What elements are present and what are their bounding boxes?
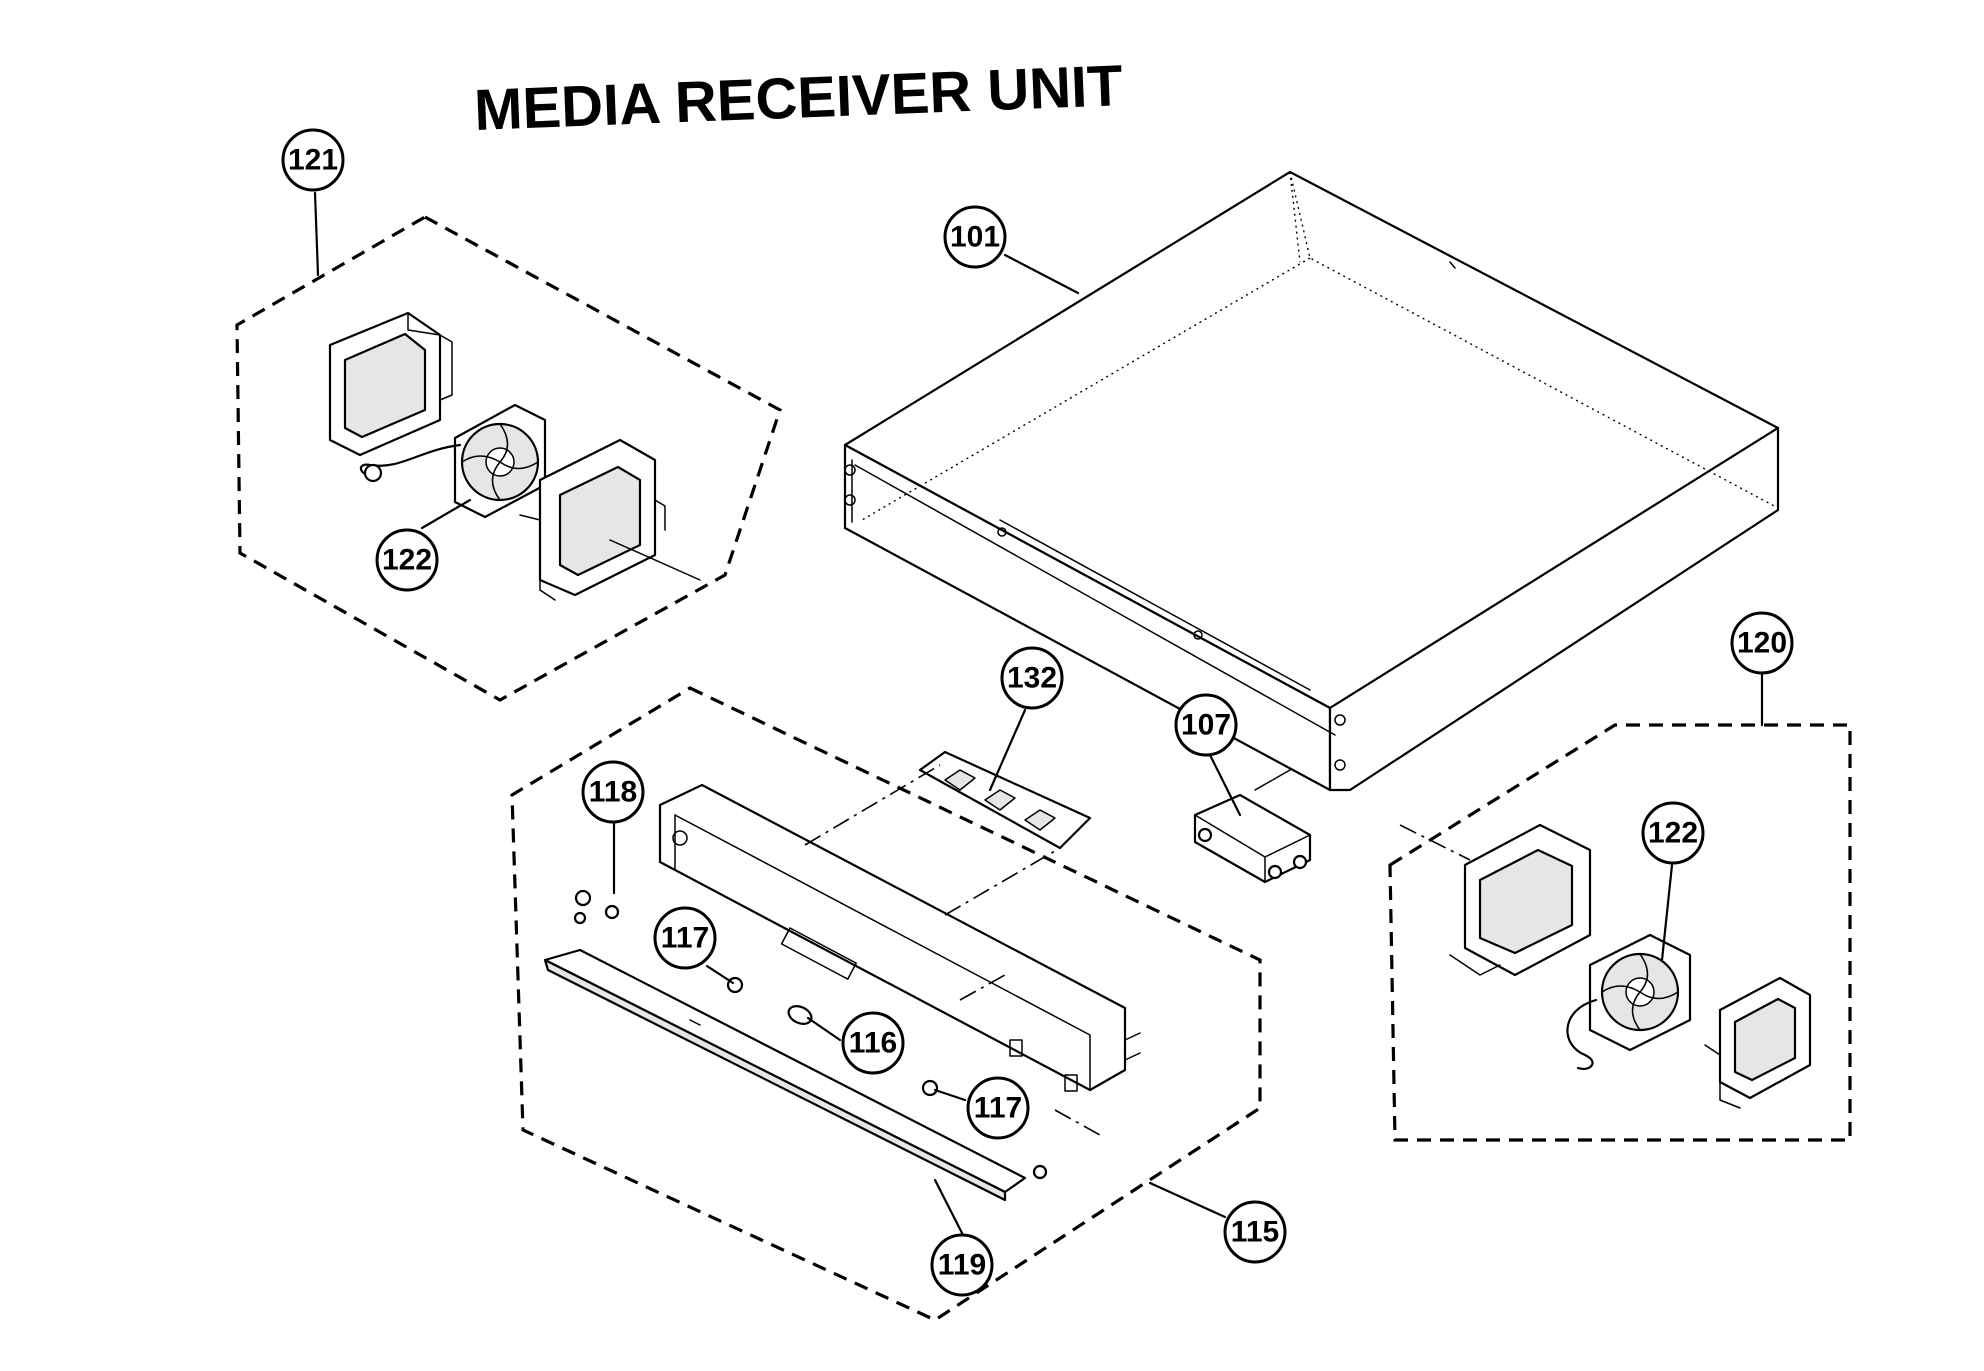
callout-115: 115 — [1223, 1200, 1287, 1264]
svg-text:118: 118 — [589, 776, 637, 809]
fan-bracket-120 — [1449, 823, 1592, 977]
leader-lines — [313, 191, 1764, 1237]
fan-122-right — [1566, 933, 1692, 1070]
svg-text:122: 122 — [382, 544, 432, 577]
callout-116: 116 — [841, 1011, 905, 1075]
callout-118: 118 — [581, 760, 645, 824]
svg-text:117: 117 — [661, 922, 709, 955]
callout-107: 107 — [1174, 693, 1238, 757]
callout-120: 120 — [1730, 611, 1794, 675]
svg-text:132: 132 — [1007, 662, 1057, 695]
svg-text:119: 119 — [938, 1249, 986, 1282]
callout-117-lower: 117 — [966, 1076, 1030, 1140]
part-107-bracket — [1193, 769, 1312, 884]
screw-117b — [921, 1079, 939, 1097]
svg-text:116: 116 — [849, 1027, 897, 1060]
svg-text:107: 107 — [1181, 709, 1231, 742]
svg-text:121: 121 — [288, 144, 338, 177]
callout-122-left: 122 — [375, 528, 439, 592]
fan-bracket-left — [328, 311, 453, 457]
assembly-115-front-panel-group — [510, 686, 1262, 1322]
callout-101: 101 — [943, 205, 1007, 269]
screw-bottom — [1032, 1164, 1048, 1180]
svg-text:117: 117 — [974, 1092, 1022, 1125]
svg-text:115: 115 — [1231, 1216, 1279, 1249]
svg-text:120: 120 — [1737, 627, 1787, 660]
svg-text:122: 122 — [1648, 817, 1698, 850]
fan-guard-120 — [1704, 976, 1812, 1109]
diagram-title: MEDIA RECEIVER UNIT — [473, 53, 1124, 143]
part-101-top-cover — [843, 170, 1780, 792]
fan-122-left — [359, 403, 547, 519]
callout-121: 121 — [281, 128, 345, 192]
front-panel-frame — [658, 783, 1141, 1092]
callout-119: 119 — [930, 1233, 994, 1297]
bezel-119 — [543, 948, 1027, 1202]
callout-132: 132 — [1000, 646, 1064, 710]
screws-118 — [573, 889, 620, 925]
assembly-120-fan-group — [1388, 723, 1852, 1142]
assembly-121-fan-group — [235, 215, 782, 702]
fan-bracket-right — [519, 438, 666, 601]
svg-text:101: 101 — [950, 221, 1000, 254]
part-116-led — [787, 1005, 813, 1025]
callout-117-upper: 117 — [653, 906, 717, 970]
callout-122-right: 122 — [1641, 801, 1705, 865]
board-132 — [918, 750, 1092, 850]
